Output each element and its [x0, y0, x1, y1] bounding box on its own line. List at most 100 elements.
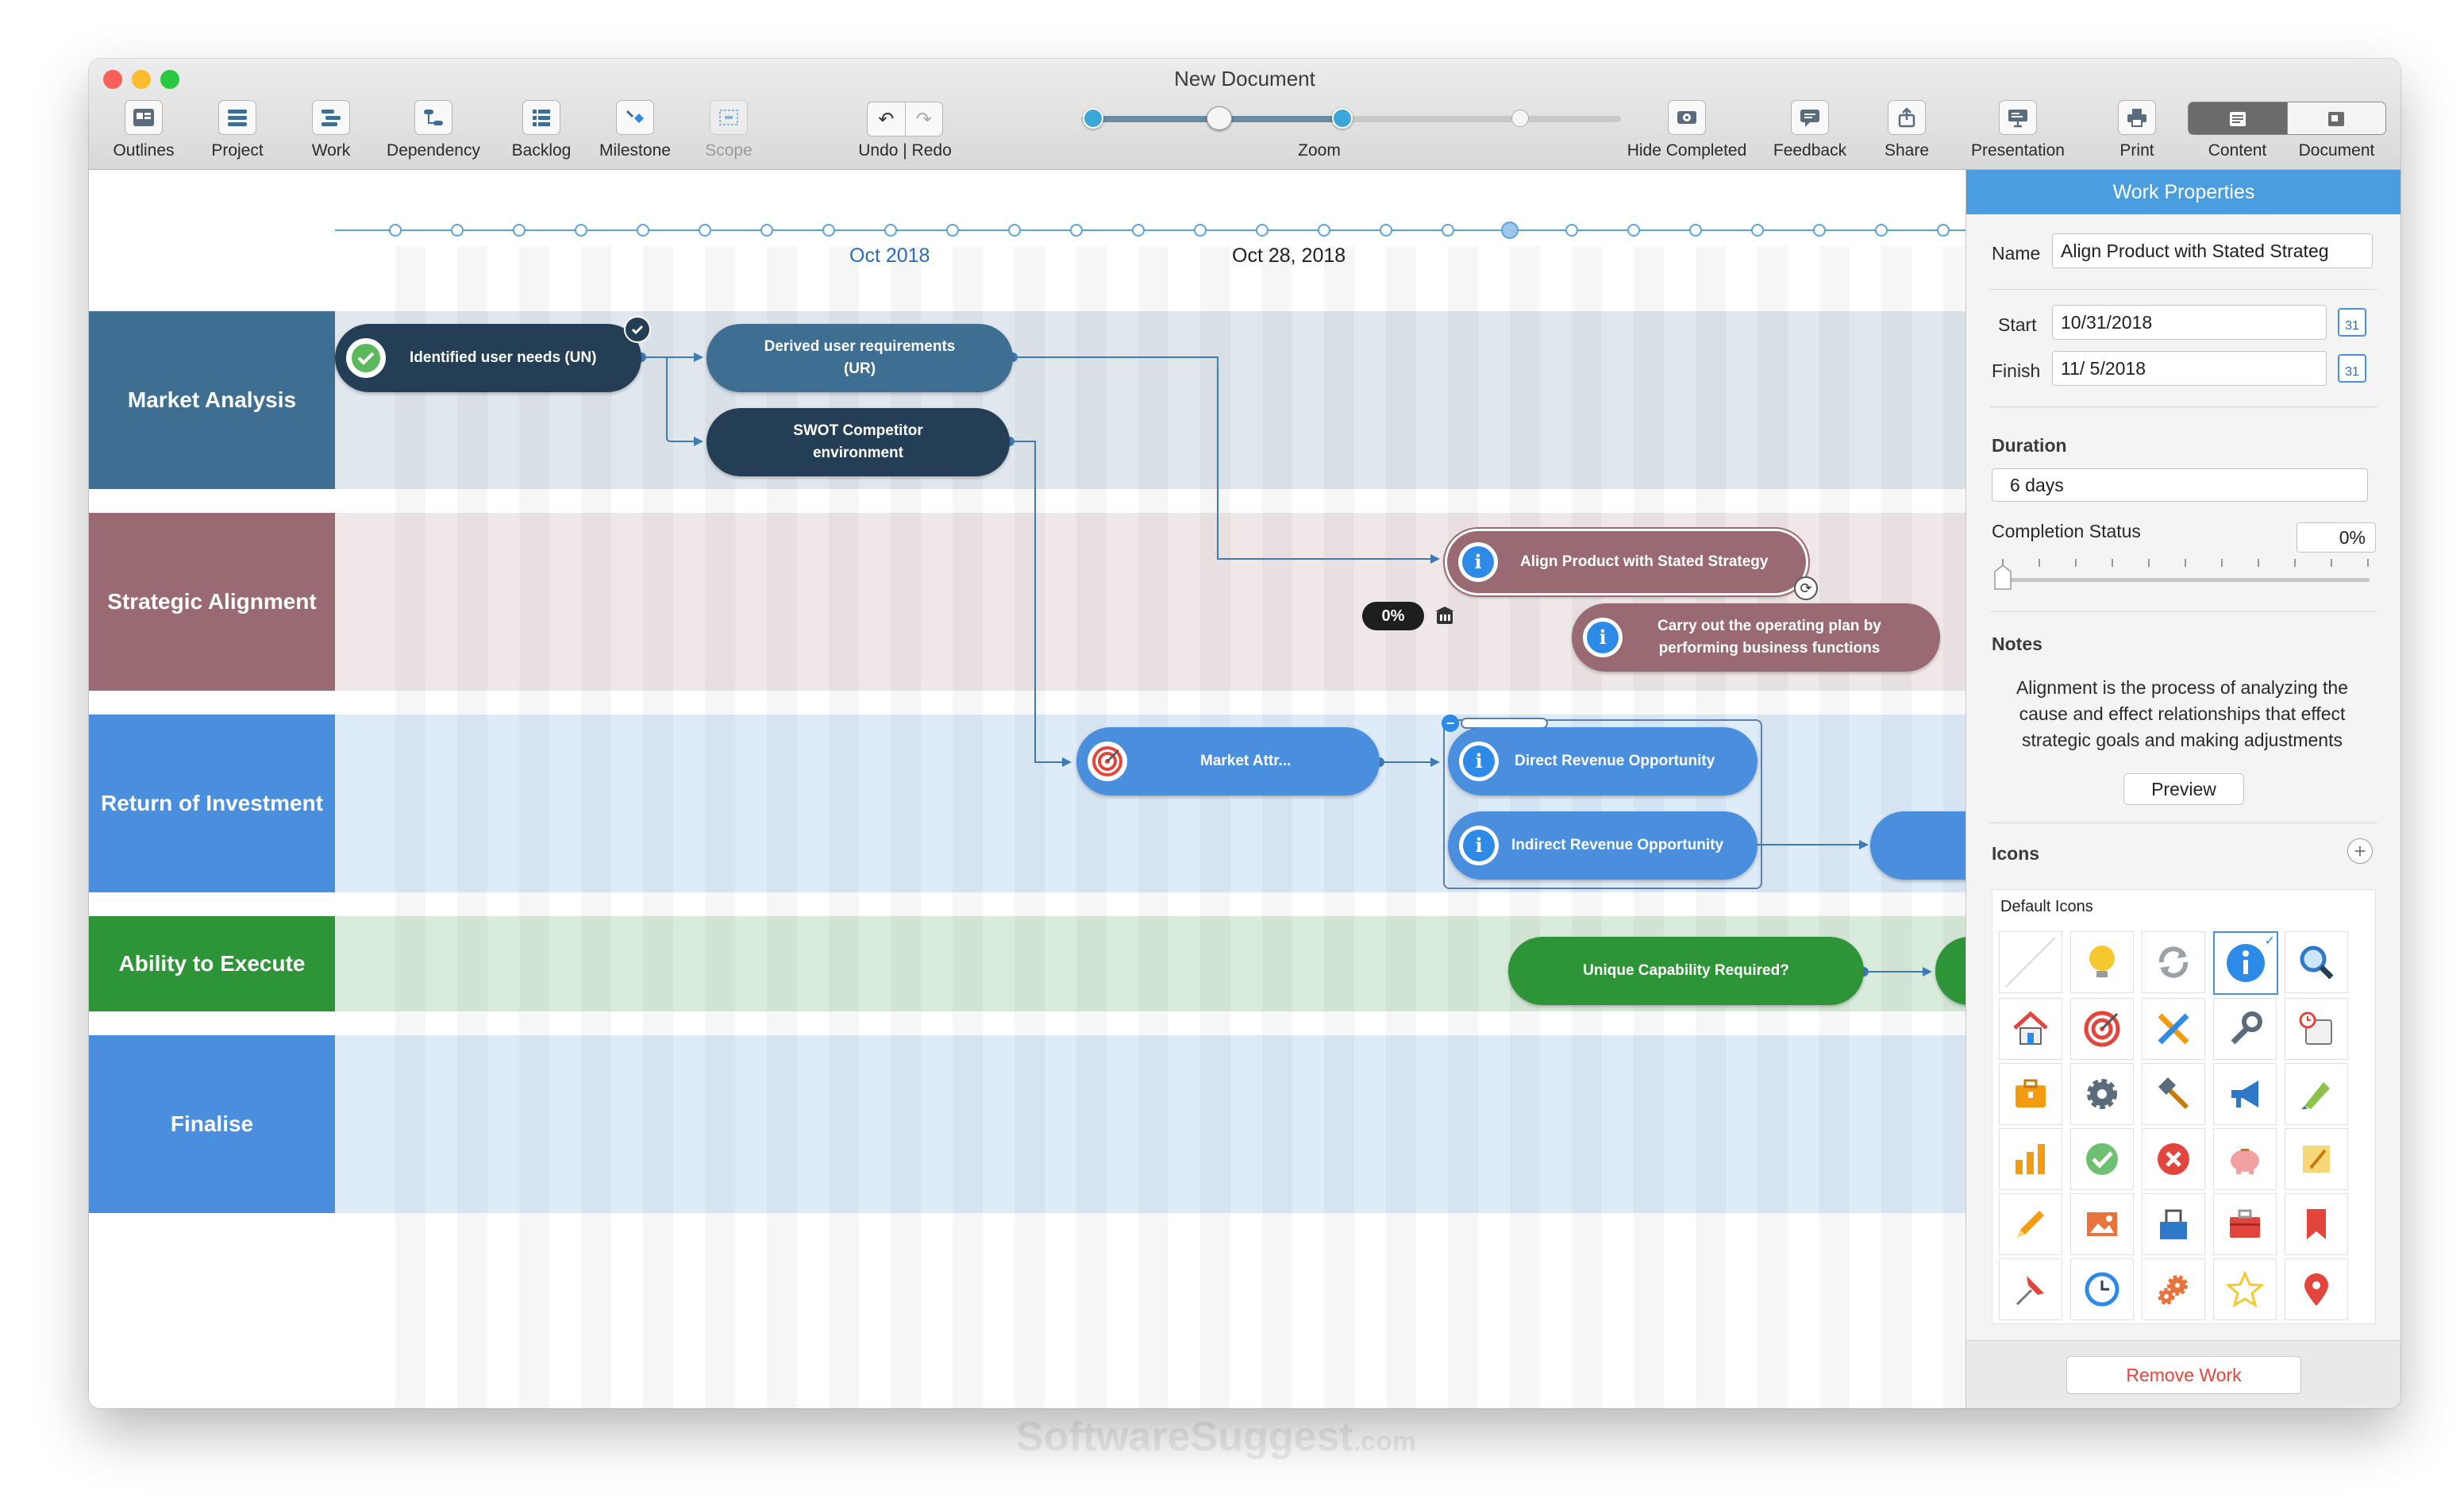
piggy-bank-icon[interactable]	[2213, 1128, 2277, 1190]
notes-text[interactable]: Alignment is the process of analyzing th…	[2015, 677, 2349, 750]
lane-finalise[interactable]: Finalise	[89, 1035, 335, 1213]
minimize-window-button[interactable]	[132, 70, 151, 89]
redo-button[interactable]: ↷	[905, 102, 943, 137]
work-item-identified-user-needs[interactable]: Identified user needs (UN)	[335, 324, 641, 392]
toolbar-share-button[interactable]: Share	[1867, 100, 1946, 167]
window-title: New Document	[1174, 67, 1315, 91]
completion-status-field[interactable]: 0%	[2297, 522, 2376, 553]
toolbar-presentation-button[interactable]: Presentation	[1954, 100, 2081, 167]
home-icon[interactable]	[1999, 998, 2062, 1060]
finish-calendar-icon[interactable]: 31	[2338, 354, 2366, 383]
highlighter-icon[interactable]	[2285, 1063, 2348, 1125]
completion-slider[interactable]	[1992, 554, 2377, 602]
undo-redo-label: Undo | Redo	[858, 141, 952, 160]
note-icon[interactable]	[2285, 1128, 2348, 1190]
zoom-center-handle[interactable]	[1207, 106, 1232, 130]
no-icon[interactable]	[1999, 931, 2062, 993]
toolbar-print-button[interactable]: Print	[2097, 100, 2177, 167]
hammer-icon[interactable]	[2142, 1063, 2205, 1125]
work-item-offscreen[interactable]	[1870, 811, 1965, 880]
lane-market-analysis[interactable]: Market Analysis	[89, 311, 335, 489]
start-date-field[interactable]: 10/31/2018	[2052, 305, 2327, 340]
toolbar-milestone-button[interactable]: Milestone	[587, 100, 683, 167]
share-icon	[1888, 100, 1926, 135]
document-view-button[interactable]	[2286, 102, 2385, 134]
progress-badge[interactable]: 0%	[1362, 602, 1424, 630]
duration-field[interactable]: 6 days	[1992, 468, 2368, 502]
content-view-button[interactable]	[2189, 102, 2287, 134]
zoom-label: Zoom	[1298, 141, 1341, 160]
lane-finalise-area[interactable]	[335, 1035, 1965, 1213]
work-item-market-attr[interactable]: Market Attr...	[1076, 727, 1380, 795]
preview-button[interactable]: Preview	[2123, 773, 2244, 805]
work-item-indirect-revenue[interactable]: i Indirect Revenue Opportunity	[1448, 811, 1758, 880]
info-icon[interactable]: ✓	[2213, 931, 2278, 995]
work-item-direct-revenue[interactable]: i Direct Revenue Opportunity	[1448, 727, 1758, 795]
content-icon	[2229, 112, 2246, 126]
clock-icon[interactable]	[2070, 1258, 2134, 1320]
name-field[interactable]: Align Product with Stated Strateg	[2052, 233, 2373, 268]
toolbar-scope-button[interactable]: Scope	[689, 100, 768, 167]
image-icon[interactable]	[2070, 1193, 2134, 1255]
zoom-window-button[interactable]	[160, 70, 179, 89]
zoom-max-handle[interactable]	[1332, 108, 1353, 129]
wrench-icon[interactable]	[2213, 998, 2277, 1060]
work-item-derived-user-requirements[interactable]: Derived user requirements(UR)	[706, 324, 1013, 392]
app-window: New Document Outlines Project Work Depen…	[89, 59, 2400, 1408]
notes-label: Notes	[1992, 634, 2042, 654]
recurring-icon: ⟳	[1794, 576, 1818, 600]
toolbar-work-button[interactable]: Work	[292, 100, 370, 167]
toolbar-feedback-button[interactable]: Feedback	[1762, 100, 1858, 167]
outlines-icon	[125, 100, 163, 135]
undo-button[interactable]: ↶	[867, 102, 906, 137]
error-icon[interactable]	[2142, 1128, 2205, 1190]
search-icon[interactable]	[2285, 931, 2348, 993]
gears-icon[interactable]	[2142, 1258, 2205, 1320]
work-item-align-product[interactable]: i Align Product with Stated Strategy	[1445, 529, 1808, 595]
megaphone-icon[interactable]	[2213, 1063, 2277, 1125]
binder-clip-icon[interactable]	[2142, 1193, 2205, 1255]
feedback-icon	[1791, 100, 1829, 135]
schedule-icon[interactable]	[2285, 998, 2348, 1060]
bookmark-icon[interactable]	[2285, 1193, 2348, 1255]
start-calendar-icon[interactable]: 31	[2338, 308, 2366, 337]
refresh-icon[interactable]	[2142, 931, 2205, 993]
work-item-unique-capability[interactable]: Unique Capability Required?	[1508, 937, 1864, 1005]
target-icon[interactable]	[2070, 998, 2134, 1060]
toolbar-outlines-button[interactable]: Outlines	[105, 100, 183, 167]
toolbar-hide-completed-button[interactable]: Hide Completed	[1613, 100, 1761, 167]
info-icon: i	[1459, 742, 1499, 781]
timeline-canvas[interactable]: Oct 2018 Oct 28, 2018 Market Analysis St…	[89, 170, 1965, 1408]
collapse-group-icon[interactable]: −	[1442, 715, 1459, 732]
zoom-min-handle[interactable]	[1083, 108, 1103, 129]
lightbulb-icon[interactable]	[2070, 931, 2134, 993]
divider	[1990, 406, 2377, 407]
gear-icon[interactable]	[2070, 1063, 2134, 1125]
group-selection-box[interactable]	[1443, 719, 1762, 889]
lane-return-of-investment[interactable]: Return of Investment	[89, 715, 335, 892]
tools-icon[interactable]	[2142, 998, 2205, 1060]
add-icon-button[interactable]: +	[2347, 838, 2373, 864]
lane-ability-to-execute[interactable]: Ability to Execute	[89, 916, 335, 1011]
briefcase-icon[interactable]	[1999, 1063, 2062, 1125]
toolbar-feedback-label: Feedback	[1773, 141, 1847, 160]
toolbar-backlog-button[interactable]: Backlog	[494, 100, 589, 167]
finish-date-field[interactable]: 11/ 5/2018	[2052, 351, 2327, 386]
remove-work-button[interactable]: Remove Work	[2066, 1356, 2301, 1394]
toolbar-project-button[interactable]: Project	[198, 100, 276, 167]
zoom-end-handle[interactable]	[1511, 110, 1529, 127]
pin-icon[interactable]	[1999, 1258, 2062, 1320]
divider	[1990, 822, 2377, 823]
toolbox-icon[interactable]	[2213, 1193, 2277, 1255]
close-window-button[interactable]	[103, 70, 122, 89]
location-pin-icon[interactable]	[2285, 1258, 2348, 1320]
bar-chart-icon[interactable]	[1999, 1128, 2062, 1190]
lane-strategic-alignment[interactable]: Strategic Alignment	[89, 513, 335, 691]
toolbar-dependency-button[interactable]: Dependency	[378, 100, 489, 167]
pencil-icon[interactable]	[1999, 1193, 2062, 1255]
check-circle-icon[interactable]	[2070, 1128, 2134, 1190]
star-icon[interactable]	[2213, 1258, 2277, 1320]
lock-icon[interactable]	[1434, 605, 1456, 626]
